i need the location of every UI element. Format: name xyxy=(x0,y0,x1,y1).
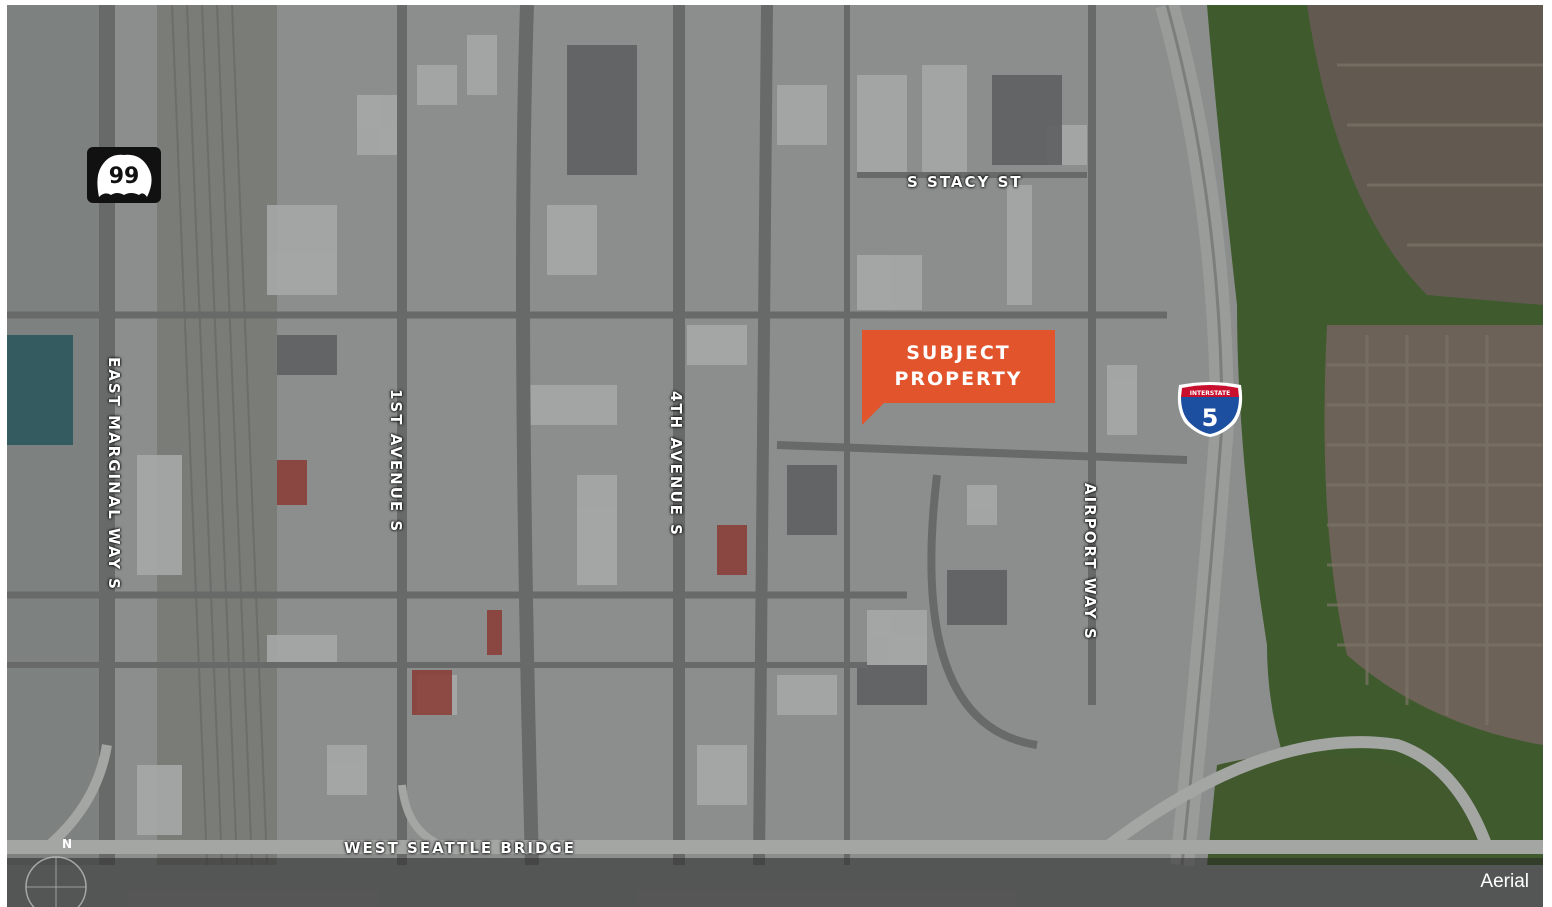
north-indicator-label: N xyxy=(62,837,73,851)
interstate-label: INTERSTATE xyxy=(1190,390,1230,397)
callout-line-1: SUBJECT xyxy=(906,342,1011,364)
road-label-west-seattle-bridge: WEST SEATTLE BRIDGE xyxy=(344,839,576,857)
map-layer-toggle[interactable]: Aerial xyxy=(1480,871,1529,892)
interstate-shield-icon: INTERSTATE 5 xyxy=(1177,382,1243,437)
road-label-east-marginal-way: EAST MARGINAL WAY S xyxy=(105,357,123,591)
interstate-number: 5 xyxy=(1202,404,1219,432)
state-route-shield-icon: 99 xyxy=(87,147,161,203)
aerial-imagery xyxy=(7,5,1543,907)
road-label-s-stacy-st: S STACY ST xyxy=(907,173,1023,191)
aerial-map-viewer[interactable]: EAST MARGINAL WAY S 1ST AVENUE S 4TH AVE… xyxy=(7,5,1543,907)
compass-icon[interactable] xyxy=(24,855,88,907)
road-label-4th-avenue: 4TH AVENUE S xyxy=(667,391,685,537)
map-footer-bar: Aerial xyxy=(7,858,1543,907)
sr-number: 99 xyxy=(109,164,140,189)
subject-property-callout[interactable]: SUBJECT PROPERTY xyxy=(862,330,1055,403)
road-label-1st-avenue: 1ST AVENUE S xyxy=(387,389,405,534)
callout-pointer xyxy=(862,403,884,425)
road-label-airport-way: AIRPORT WAY S xyxy=(1081,483,1099,641)
callout-line-2: PROPERTY xyxy=(894,368,1023,390)
